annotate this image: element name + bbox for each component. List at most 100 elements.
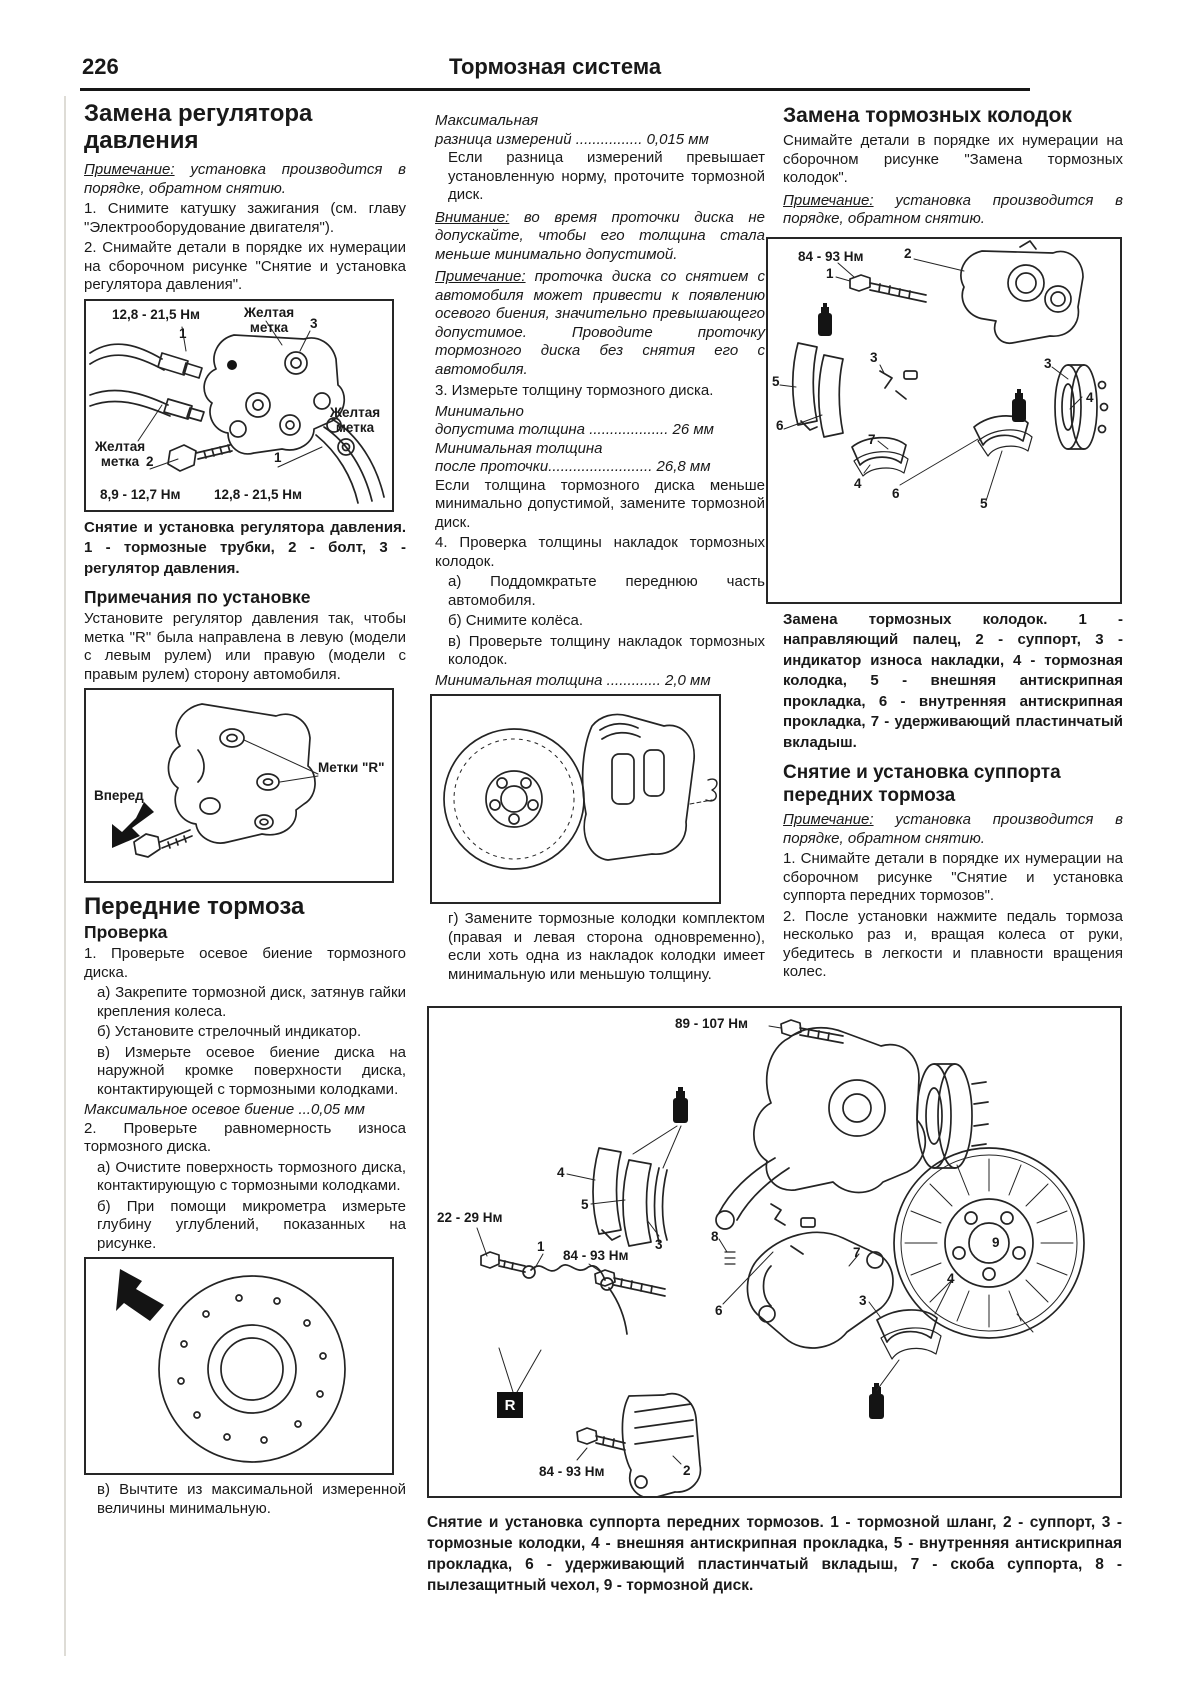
yellow-mark-label-top: Желтая метка [243,304,295,335]
note-text: установка производится в порядке, обратн… [84,161,406,197]
warning-text: во время проточки диска не допускайте, ч… [435,208,765,263]
header-rule [80,88,1030,91]
check-2b: б) При помощи микрометра измерьте глубин… [97,1197,406,1252]
spec-min-1: Минимально [435,402,524,420]
callout-5b: 5 [980,495,988,511]
torque-label-bottom-left: 8,9 - 12,7 Нм [100,486,181,502]
callout-3: 3 [870,349,878,365]
install-text: Установите регулятор давления так, чтобы… [84,610,406,683]
torque-label-top: 12,8 - 21,5 Нм [112,306,201,322]
step-2: 2. Снимайте детали в порядке их нумераци… [84,239,406,293]
step-3: 3. Измерьте толщину тормозного диска. [435,382,714,399]
callout-2: 2 [683,1463,691,1478]
heading-front-brakes: Передние тормоза [84,893,305,920]
callout-3b: 3 [859,1293,867,1308]
callout-4b: 4 [947,1271,955,1286]
para-replace: Если толщина тормозного диска меньше мин… [435,476,765,531]
caption-caliper-removal: Снятие и установка суппорта передних тор… [427,1514,1122,1594]
warning-label: Внимание: [435,208,510,226]
para-exceed: Если разница измерений превышает установ… [448,149,765,203]
step-1: 1. Снимите катушку зажигания (см. главу … [84,200,406,236]
spec-max-diff-1: Максимальная [435,112,539,129]
caliper-removal-illustration [476,1019,1085,1496]
note-text: установка производится в порядке, обратн… [783,811,1123,847]
callout-1: 1 [826,265,834,281]
callout-4b: 4 [1086,389,1094,405]
callout-4: 4 [557,1165,565,1180]
callout-2: 2 [904,245,912,261]
callout-6: 6 [776,417,784,433]
caption-pad-replacement: Замена тормозных колодок. 1 - направляющ… [783,610,1123,751]
check-1b: б) Установите стрелочный индикатор. [97,1023,362,1040]
callout-2: 2 [146,453,154,469]
note-caliper: Примечание: установка производится в пор… [783,811,1123,848]
yellow-mark-label-right: Желтая метка [329,404,381,435]
callout-7: 7 [868,431,876,447]
step-4a: а) Поддомкратьте переднюю часть автомоби… [448,573,765,609]
step-4: 4. Проверка толщины накладок тормозных к… [435,534,765,570]
figure-caliper-disc [430,694,721,904]
callout-1b: 1 [274,449,282,465]
heading-pressure-regulator: Замена регулятора давления [84,100,313,154]
callout-3b: 3 [1044,355,1052,371]
note-pads: Примечание: установка производится в пор… [783,192,1123,229]
note-label: Примечание: [435,268,526,285]
measure-arrow-icon [116,1269,164,1321]
forward-label: Вперед [94,788,144,803]
warning: Внимание: во время проточки диска не доп… [435,209,765,265]
caliper-step-2: 2. После установки нажмите педаль тормоз… [783,907,1123,981]
callout-4: 4 [854,475,862,491]
callout-8: 8 [711,1229,719,1244]
marks-r-label: Метки "R" [318,760,385,775]
column-left: Замена регулятора давления Примечание: у… [84,100,406,1520]
callout-1: 1 [537,1239,545,1254]
note-text: проточка диска со снятием с автомобиля м… [435,268,765,378]
spec-min-2: допустима толщина ................... 26… [435,421,714,438]
torque-label-mid: 84 - 93 Нм [563,1248,629,1263]
grease-can-icon [673,1087,688,1123]
page-title: Тормозная система [448,54,662,79]
step-4c: в) Проверьте толщину накладок тормозных … [448,632,765,669]
para-order: Снимайте детали в порядке их нумерации н… [783,132,1123,186]
check-1a: а) Закрепите тормозной диск, затянув гай… [97,984,406,1020]
yellow-mark-label-left: Желтая метка [94,438,146,469]
forward-arrow-icon [112,802,154,848]
grease-can-icon [869,1383,884,1419]
step-4b: б) Снимите колёса. [448,612,583,629]
grease-can-icon [1012,388,1026,422]
page-edge-artifact [64,96,66,1656]
heading-check: Проверка [84,922,168,942]
check-2c: в) Вычтите из максимальной измеренной ве… [97,1481,406,1517]
note-label: Примечание: [783,811,874,828]
column-middle: Максимальная разница измерений .........… [430,112,765,986]
torque-label-left: 22 - 29 Нм [437,1210,503,1225]
figure-r-marks: Вперед Метки "R" [84,688,394,883]
check-2: 2. Проверьте равномерность износа тормоз… [84,1119,406,1156]
callout-3: 3 [655,1237,663,1252]
note-label: Примечание: [84,161,175,178]
spec-runout: Максимальное осевое биение ...0,05 мм [84,1101,365,1118]
note-label: Примечание: [783,191,874,209]
callout-5: 5 [772,373,780,389]
check-1: 1. Проверьте осевое биение тормозного ди… [84,945,406,981]
spec-after-2: после проточки......................... … [435,458,711,475]
torque-label: 84 - 93 Нм [798,248,864,264]
note-regulator: Примечание: установка производится в пор… [84,161,406,198]
note-text: установка производится в порядке, обратн… [783,191,1123,228]
torque-label-bottom-right: 12,8 - 21,5 Нм [214,486,303,502]
callout-1: 1 [179,325,187,341]
r-mark-badge: R [497,1392,523,1418]
figure-pad-replacement: 84 - 93 Нм 1 2 3 5 6 7 4 3 4 5 6 [766,236,1122,604]
spec-pad-thickness: Минимальная толщина ............. 2,0 мм [435,671,711,689]
callout-6b: 6 [892,485,900,501]
callout-3: 3 [310,315,318,331]
torque-label-top: 89 - 107 Нм [675,1016,749,1031]
grease-can-icon [818,302,832,336]
heading-caliper: Снятие и установка суппорта передних тор… [783,762,1061,806]
callout-9: 9 [992,1235,1000,1250]
torque-label-bottom: 84 - 93 Нм [539,1464,605,1479]
callout-6: 6 [715,1303,723,1318]
heading-pad-replacement: Замена тормозных колодок [783,104,1072,127]
callout-7: 7 [853,1245,861,1260]
